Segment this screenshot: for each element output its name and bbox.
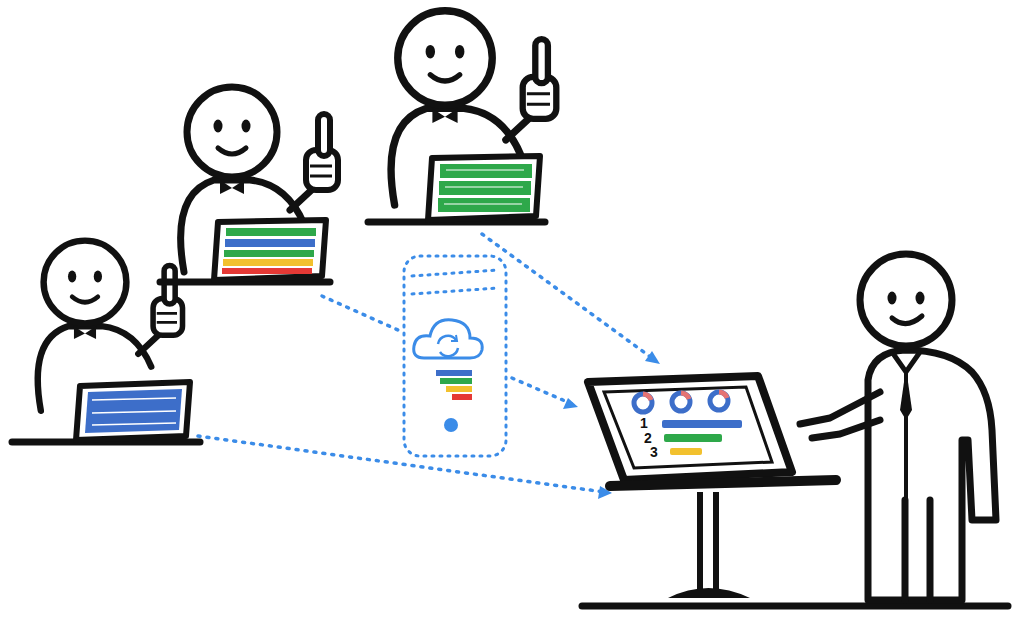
rank-number: 2 [644,431,652,445]
rank-number: 1 [640,416,648,430]
rank-number: 3 [650,445,658,459]
